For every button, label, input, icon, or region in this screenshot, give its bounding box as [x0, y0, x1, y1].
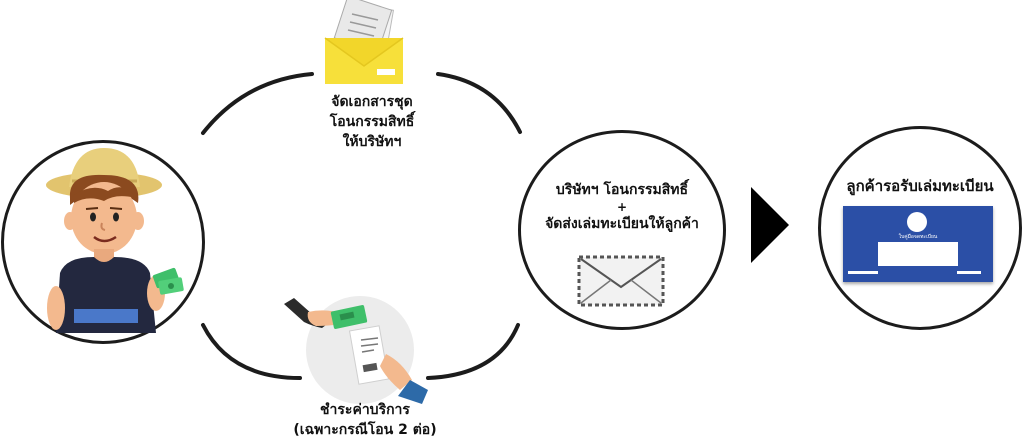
black-triangle-arrow-icon [751, 187, 789, 263]
company-step-label: บริษัทฯ โอนกรรมสิทธิ์ + จัดส่งเล่มทะเบีย… [522, 180, 722, 234]
farmer-holding-cash-icon [46, 148, 184, 333]
documents-line-1: จัดเอกสารชุด [331, 94, 413, 110]
documents-envelope-illustration [322, 0, 406, 86]
documents-step-label: จัดเอกสารชุด โอนกรรมสิทธิ์ ให้บริษัทฯ [300, 92, 444, 152]
book-emblem [907, 212, 927, 232]
customer-circle [1, 140, 205, 344]
company-line-2: จัดส่งเล่มทะเบียนให้ลูกค้า [545, 216, 699, 232]
bottom-arc-left [201, 323, 302, 380]
hand-giving-cash-for-receipt-icon [284, 296, 428, 404]
documents-line-3: ให้บริษัทฯ [342, 134, 402, 150]
payment-line-1: ชำระค่าบริการ [320, 402, 410, 418]
book-label-box [878, 242, 958, 266]
payment-step-label: ชำระค่าบริการ (เฉพาะกรณีโอน 2 ต่อ) [270, 400, 460, 440]
documents-line-2: โอนกรรมสิทธิ์ [329, 114, 415, 130]
company-plus: + [616, 200, 628, 214]
book-header-text: ใบคู่มือจดทะเบียน [898, 234, 938, 240]
book-line-left [848, 271, 878, 274]
payment-line-2: (เฉพาะกรณีโอน 2 ต่อ) [293, 422, 437, 438]
mail-envelope-illustration [577, 255, 665, 307]
registration-book-icon: ใบคู่มือจดทะเบียน [843, 206, 993, 282]
book-line-right [957, 271, 981, 274]
receive-step-label: ลูกค้ารอรับเล่มทะเบียน [846, 177, 994, 195]
top-arc-right [436, 72, 522, 134]
mail-envelope-icon [577, 255, 665, 307]
bottom-arc-right [426, 323, 520, 380]
company-line-1: บริษัทฯ โอนกรรมสิทธิ์ [555, 182, 689, 198]
payment-illustration [282, 292, 432, 404]
yellow-envelope-with-papers-icon [324, 0, 404, 84]
top-arc-left [201, 72, 314, 135]
